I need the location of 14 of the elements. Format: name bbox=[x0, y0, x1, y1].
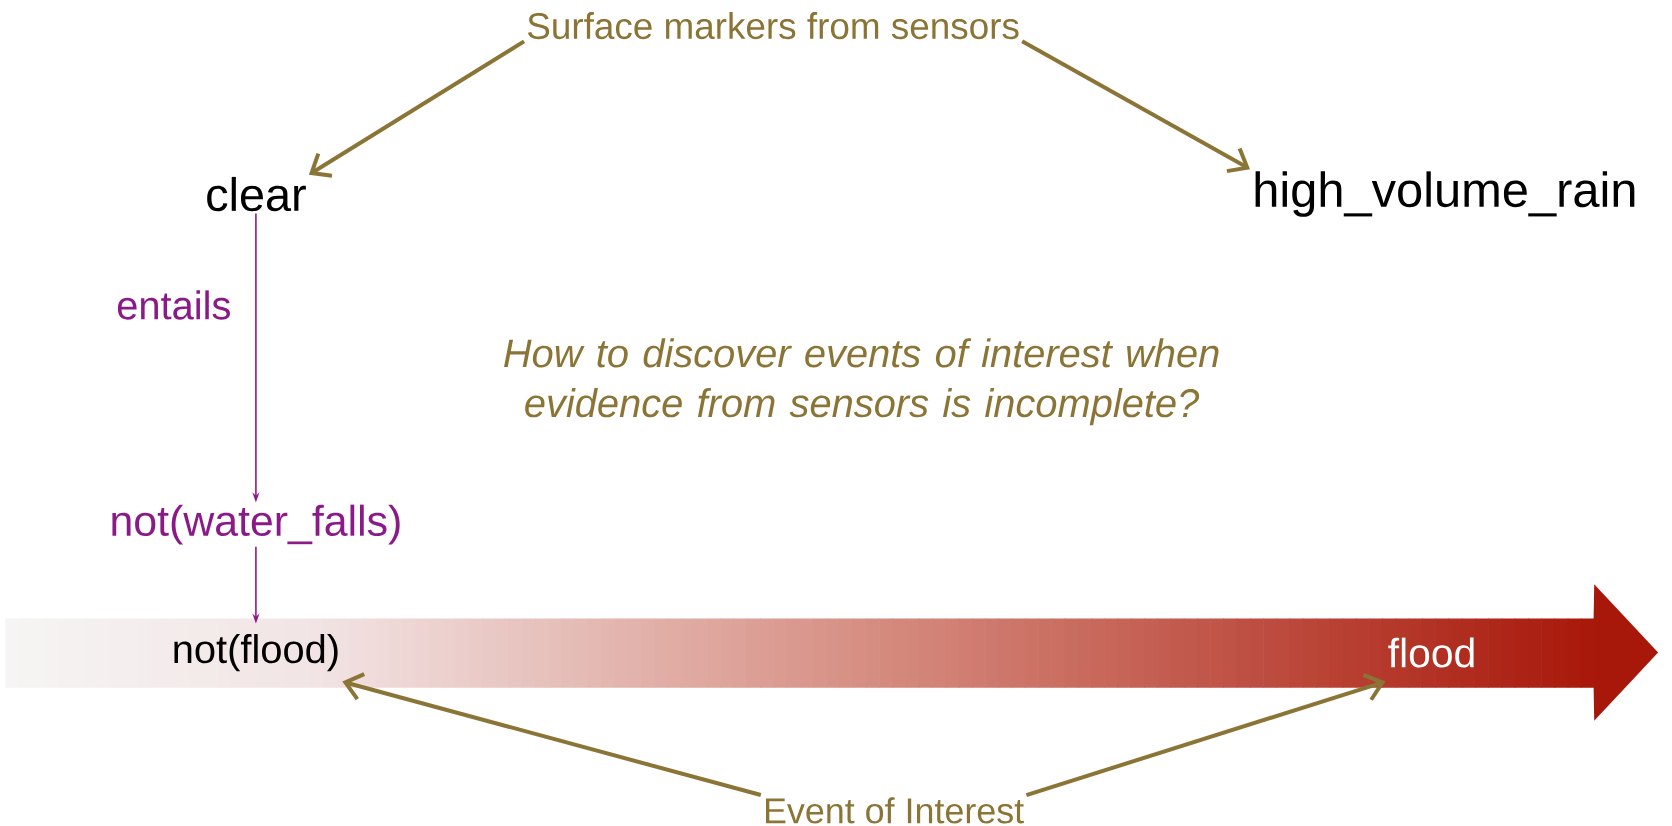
arrow bbox=[308, 39, 526, 178]
event-text: Event of Interest bbox=[765, 797, 1024, 824]
inferred-text: not(water_falls) bbox=[112, 504, 400, 545]
gradient-arrow bbox=[5, 584, 1659, 721]
state-text: high_volume_rain bbox=[1255, 171, 1635, 217]
question-text: How to discover events of interest when evidence from sensors is incomplete? bbox=[504, 338, 1219, 426]
arrow bbox=[1025, 673, 1386, 797]
band-text: flood bbox=[1388, 637, 1474, 668]
edge-label: entails bbox=[115, 289, 233, 321]
arrow bbox=[1021, 39, 1251, 174]
state-text: clear bbox=[207, 176, 306, 212]
band-text: not(flood) bbox=[174, 634, 338, 672]
arrow bbox=[342, 672, 762, 797]
heading-text: Surface markers from sensors bbox=[527, 12, 1019, 40]
